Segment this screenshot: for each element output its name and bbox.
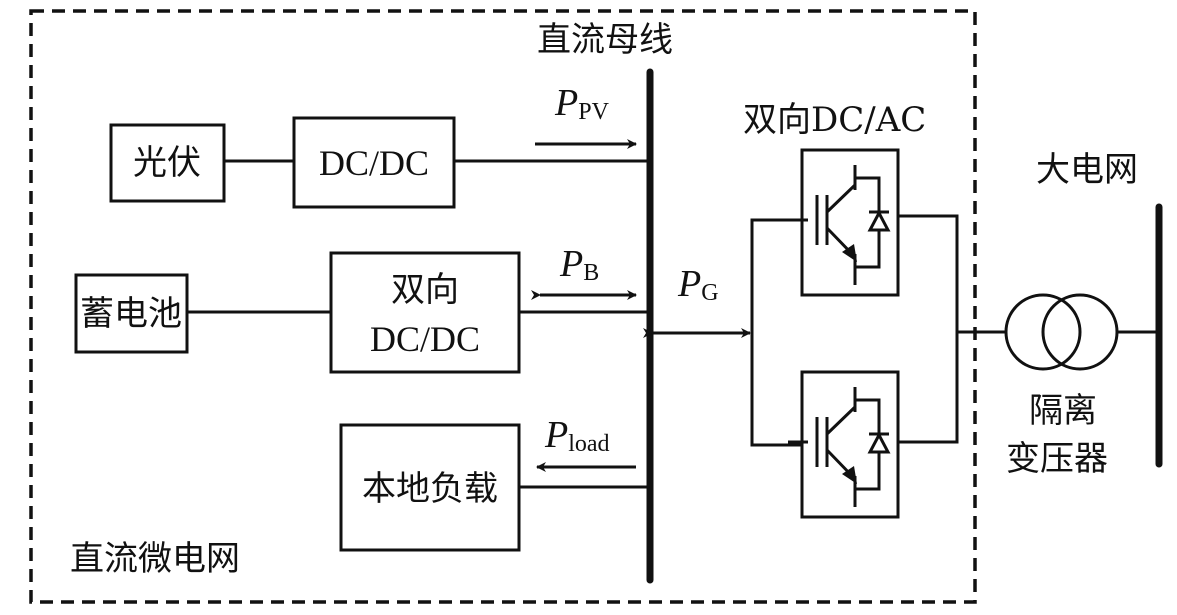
pg-label: PG bbox=[677, 263, 719, 306]
load-block bbox=[339, 423, 521, 552]
battery-label: 蓄电池 bbox=[80, 294, 182, 334]
igbt-module-bottom bbox=[788, 370, 900, 519]
pb-label: PB bbox=[559, 243, 599, 286]
microgrid-boundary bbox=[29, 9, 977, 604]
ppv-label: PPV bbox=[554, 82, 610, 125]
inverter-right-wiring bbox=[898, 214, 959, 444]
diode-icon bbox=[867, 209, 891, 232]
battery-dcdc-label-line2: DC/DC bbox=[370, 319, 480, 359]
inverter-left-wiring bbox=[750, 218, 802, 447]
pv-dcdc-label: DC/DC bbox=[319, 143, 429, 183]
pload-label: Pload bbox=[544, 414, 610, 457]
transformer-label-line1: 隔离 bbox=[1029, 391, 1097, 431]
grid-label: 大电网 bbox=[1036, 150, 1138, 190]
dc-bus-label: 直流母线 bbox=[537, 20, 673, 60]
battery-dcdc-label-line1: 双向 bbox=[391, 270, 459, 310]
transformer-icon bbox=[1004, 293, 1119, 371]
igbt-icon bbox=[788, 387, 881, 507]
region-label: 直流微电网 bbox=[70, 539, 240, 579]
load-label: 本地负载 bbox=[362, 469, 498, 509]
igbt-module-top bbox=[788, 148, 900, 297]
pv-label: 光伏 bbox=[133, 143, 201, 183]
diode-icon bbox=[867, 431, 891, 454]
dcac-title: 双向DC/AC bbox=[743, 100, 926, 140]
pv-block bbox=[109, 123, 226, 203]
transformer-label-line2: 变压器 bbox=[1006, 439, 1108, 479]
